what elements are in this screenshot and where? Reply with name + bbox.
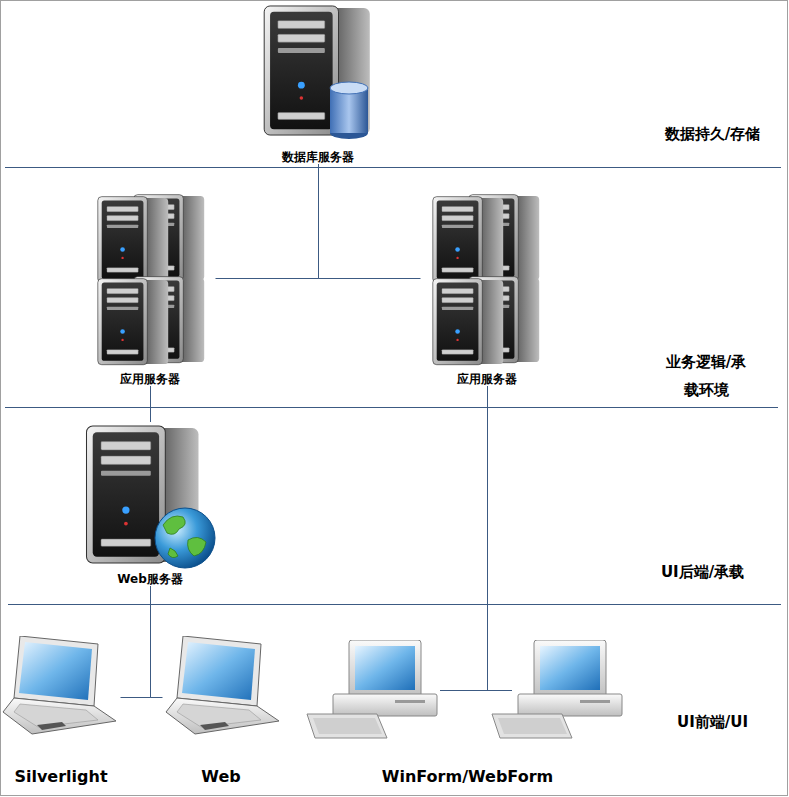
node-caption: Web [199,767,242,786]
app-server: 应用服务器 [420,192,554,386]
layer-label: 数据持久/存储 [640,120,785,148]
layer-label: 业务逻辑/承载环境 [660,348,752,404]
laptop-client: Silverlight [2,632,120,786]
network-link [319,164,421,279]
database-server: 数据库服务器 [250,4,386,164]
node-caption: WinForm/WebForm [380,767,555,786]
layer-label: UI前端/UI [640,708,785,736]
web-server: Web服务器 [80,422,220,586]
network-link [151,586,163,698]
desktop-clients: WinForm/WebForm [300,635,635,786]
node-caption: Silverlight [12,767,109,786]
node-caption: Web服务器 [115,572,185,586]
network-link [487,386,488,635]
app-server: 应用服务器 [85,192,215,386]
node-caption: 应用服务器 [455,372,519,386]
node-caption: 应用服务器 [118,372,182,386]
network-link [216,164,319,279]
laptop-client: Web [162,632,280,786]
layer-label: UI后端/承载 [630,558,775,586]
node-caption: 数据库服务器 [280,150,356,164]
network-link [150,386,151,422]
network-link [121,586,151,698]
